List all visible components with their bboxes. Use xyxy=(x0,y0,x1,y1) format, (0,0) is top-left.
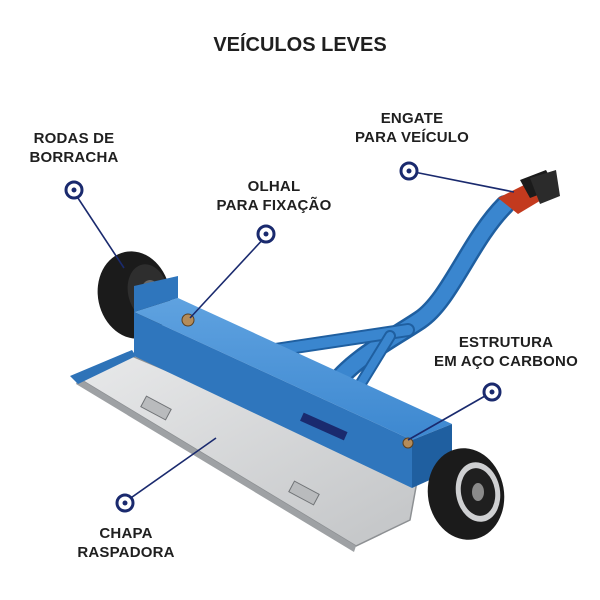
label-olhal-line2: PARA FIXAÇÃO xyxy=(216,197,332,214)
label-engate-line1: ENGATE xyxy=(380,110,444,127)
label-rodas-line2: BORRACHA xyxy=(29,149,119,166)
label-chapa-line1: CHAPA xyxy=(99,525,153,542)
label-estrutura-aco-carbono: ESTRUTURA EM AÇO CARBONO xyxy=(430,333,582,371)
label-rodas-line1: RODAS DE xyxy=(33,130,115,147)
callout-lines xyxy=(73,170,515,503)
label-estrutura-line2: EM AÇO CARBONO xyxy=(434,353,578,370)
label-olhal-line1: OLHAL xyxy=(247,178,301,195)
leader-estrutura xyxy=(407,391,493,441)
callout-marker-icon xyxy=(115,493,135,513)
leader-chapa xyxy=(124,437,217,503)
right-wheel xyxy=(427,448,505,540)
leader-olhal xyxy=(189,235,267,319)
diagram-title: VEÍCULOS LEVES xyxy=(213,34,387,56)
callout-markers xyxy=(64,161,502,513)
label-chapa-line2: RASPADORA xyxy=(77,544,175,561)
hitch xyxy=(498,170,560,214)
label-engate-line2: PARA VEÍCULO xyxy=(354,129,470,146)
callout-marker-icon xyxy=(482,382,502,402)
callout-marker-icon xyxy=(399,161,419,181)
label-engate-para-veiculo: ENGATE PARA VEÍCULO xyxy=(350,109,474,147)
callout-marker-icon xyxy=(64,180,84,200)
callout-marker-icon xyxy=(256,224,276,244)
leader-rodas xyxy=(73,191,125,269)
label-rodas-de-borracha: RODAS DE BORRACHA xyxy=(24,129,124,167)
label-chapa-raspadora: CHAPA RASPADORA xyxy=(70,524,182,562)
leader-engate xyxy=(408,170,515,193)
scraper-plate xyxy=(70,350,419,552)
label-estrutura-line1: ESTRUTURA xyxy=(458,334,554,351)
label-olhal-para-fixacao: OLHAL PARA FIXAÇÃO xyxy=(212,177,336,215)
